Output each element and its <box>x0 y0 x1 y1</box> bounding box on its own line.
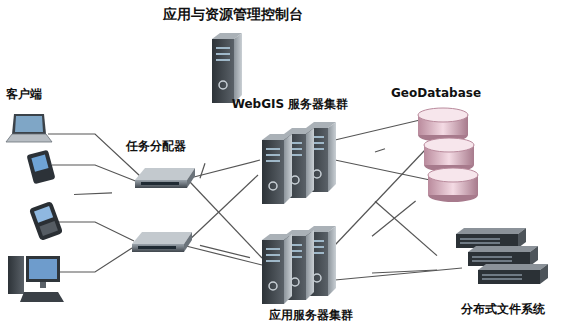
component-group: 应用服务器集群 <box>250 222 372 324</box>
desktop-icon <box>8 256 64 302</box>
network-link <box>74 193 112 195</box>
node-label: 应用服务器集群 <box>269 308 353 323</box>
smartphone-icon <box>29 201 63 241</box>
component-group: 分布式文件系统 <box>437 222 569 318</box>
node-label: 分布式文件系统 <box>461 302 545 317</box>
link-line <box>372 201 416 236</box>
storage-rack <box>456 228 548 284</box>
node-label: GeoDatabase <box>391 86 481 101</box>
component-group: 应用与资源管理控制台 <box>150 4 315 80</box>
node-label: WebGIS 服务器集群 <box>232 97 349 112</box>
link-line <box>74 193 112 195</box>
link-line <box>372 270 437 273</box>
link-line <box>200 163 205 178</box>
node-label: 客户端 <box>6 87 42 102</box>
network-link <box>200 163 205 178</box>
switch-icon <box>135 168 195 188</box>
component-group: GeoDatabase <box>385 85 487 201</box>
network-link <box>375 149 385 152</box>
component-group: WebGIS 服务器集群 <box>205 96 375 208</box>
device-wires <box>48 120 462 280</box>
link-line <box>200 245 250 257</box>
database-icon <box>418 108 478 202</box>
node-label: 应用与资源管理控制台 <box>163 5 303 23</box>
switch-icon <box>132 232 192 252</box>
laptop-icon <box>6 114 52 142</box>
network-link <box>200 245 250 257</box>
network-link <box>372 270 437 273</box>
phone-icon <box>26 150 55 185</box>
server-cluster <box>262 226 336 304</box>
server-cluster <box>262 122 336 204</box>
node-label: 任务分配器 <box>126 139 186 154</box>
component-group: 客户端 <box>4 86 74 312</box>
link-line <box>375 149 385 152</box>
network-link <box>372 201 416 236</box>
console-server <box>212 33 242 103</box>
component-group: 任务分配器 <box>112 138 200 260</box>
